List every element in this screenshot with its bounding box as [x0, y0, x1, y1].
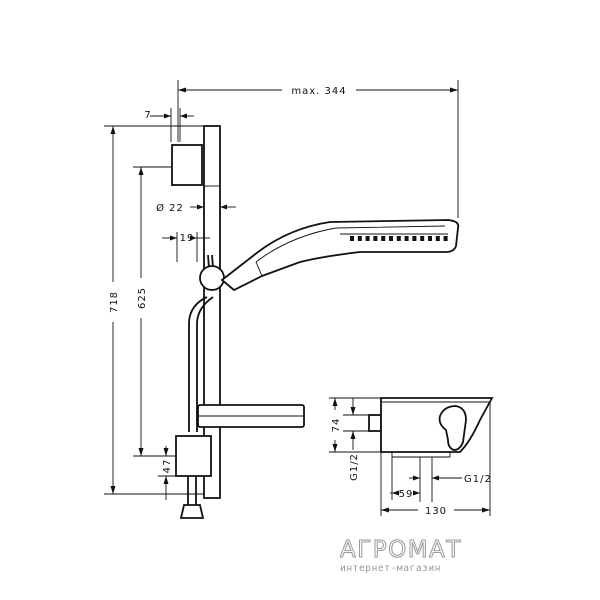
bottom-wall-bracket	[175, 435, 212, 477]
spray-nozzles	[350, 236, 448, 241]
dimension-valve-height: 74	[329, 397, 381, 453]
label-rail-offset: 7	[144, 110, 151, 121]
slider-knob	[199, 265, 225, 291]
label-valve-depth: 130	[425, 506, 447, 517]
dimension-valve-depth: 130	[380, 402, 491, 517]
dimension-valve-inlet-left: G1/2	[343, 398, 369, 481]
label-max-width: max. 344	[291, 86, 346, 97]
spray-nozzle	[428, 236, 432, 241]
spray-nozzle	[435, 236, 440, 241]
label-knob-offset: 19	[180, 233, 195, 244]
label-valve-inlet-left: G1/2	[349, 453, 360, 481]
watermark-name: АГРОМАТ	[340, 537, 462, 563]
watermark: АГРОМАТ интернет-магазин	[340, 537, 472, 575]
label-rail-length: 625	[137, 287, 148, 309]
label-valve-inlet-right: G1/2	[464, 474, 492, 485]
soap-dish	[197, 404, 305, 428]
valve-inlet-stub	[368, 414, 382, 432]
dimension-bottom-offset: 47	[158, 446, 176, 500]
top-wall-bracket	[171, 144, 203, 186]
label-valve-height: 74	[331, 418, 342, 433]
dimension-knob-offset: 19	[162, 232, 210, 262]
thermostat-valve	[368, 397, 494, 462]
spray-nozzle	[373, 236, 378, 241]
spray-nozzle	[357, 236, 362, 241]
label-valve-inlet-spacing: 59	[399, 489, 414, 500]
spray-nozzle	[404, 236, 409, 241]
shower-hose	[179, 296, 214, 519]
label-bottom-offset: 47	[162, 459, 173, 474]
label-total-height: 718	[109, 291, 120, 313]
spray-nozzle	[350, 236, 354, 241]
dimension-rail-diameter: Ø 22	[156, 202, 236, 214]
dimension-rail-offset: 7	[144, 108, 194, 142]
dimension-total-height: 718	[104, 125, 204, 495]
label-rail-diameter: Ø 22	[156, 202, 184, 214]
hand-shower	[220, 219, 460, 292]
shower-rail	[171, 125, 221, 499]
spray-nozzle	[420, 236, 425, 241]
spray-nozzle	[365, 236, 370, 241]
spray-nozzle	[443, 236, 448, 241]
dimension-max-width: max. 344	[177, 80, 459, 218]
watermark-subtitle: интернет-магазин	[340, 563, 442, 574]
valve-knob	[438, 405, 467, 451]
spray-nozzle	[396, 236, 401, 241]
spray-nozzle	[389, 236, 393, 241]
dimension-valve-inlet-spacing: 59	[390, 457, 420, 500]
spray-nozzle	[412, 236, 417, 241]
dimension-valve-inlet-right: G1/2	[409, 462, 492, 502]
spray-nozzle	[381, 236, 386, 241]
dimension-rail-length: 625	[133, 166, 176, 457]
